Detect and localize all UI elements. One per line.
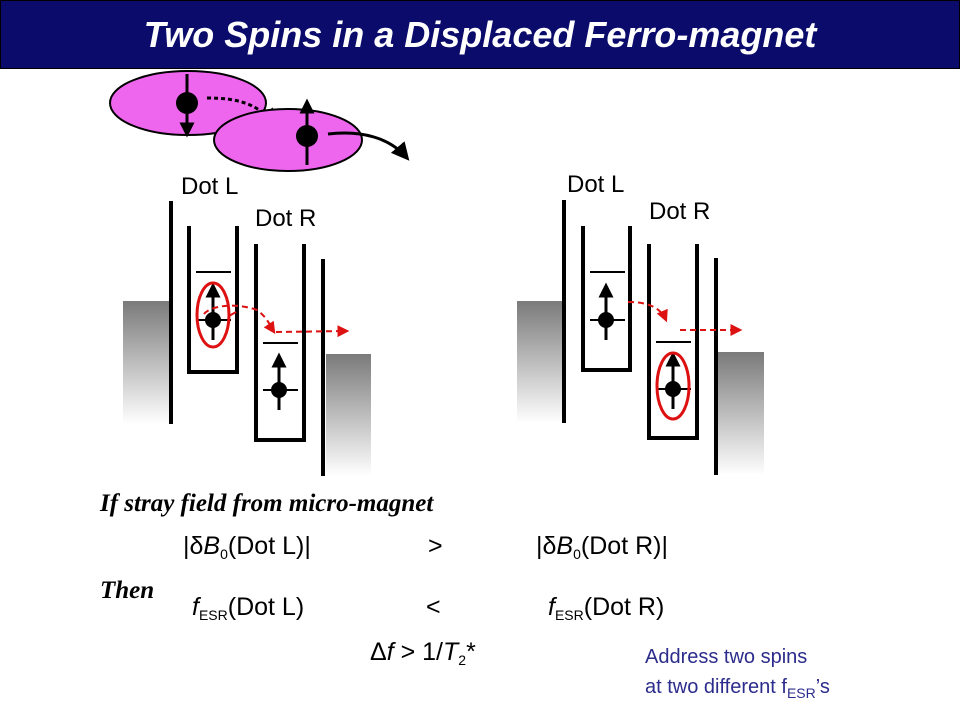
magnet-rotation-arrow-2 xyxy=(327,131,410,161)
right-reservoir-2 xyxy=(718,352,764,475)
note-line-2: at two different fESR’s xyxy=(645,676,830,701)
tunnel-path-left xyxy=(203,304,276,334)
left-potential-diagram xyxy=(123,201,371,476)
spin-dot-r-2 xyxy=(665,381,681,397)
spin-dot-l-2 xyxy=(598,312,614,328)
right-reservoir xyxy=(326,354,371,476)
delta-b-dot-l: |δB0(Dot L)| xyxy=(183,532,311,562)
page-title: Two Spins in a Displaced Ferro-magnet xyxy=(143,14,817,55)
then-label: Then xyxy=(100,577,155,604)
spin-dot-r xyxy=(271,382,287,398)
spin-dot-l xyxy=(205,312,221,328)
f-esr-dot-r: fESR(Dot R) xyxy=(548,593,665,623)
dot-r-label-right: Dot R xyxy=(649,198,711,225)
if-statement: If stray field from micro-magnet xyxy=(100,490,434,517)
greater-than: > xyxy=(428,532,443,560)
f-esr-dot-l: fESR(Dot L) xyxy=(192,593,305,623)
title-bar: Two Spins in a Displaced Ferro-magnet xyxy=(0,0,960,69)
dot-l-label-left: Dot L xyxy=(181,173,239,200)
left-reservoir xyxy=(123,301,171,424)
right-potential-diagram xyxy=(517,200,764,475)
delta-f-condition: Δf > 1/T2* xyxy=(370,638,476,668)
tunnel-path-right xyxy=(627,301,668,323)
less-than: < xyxy=(426,593,441,621)
highlight-ellipse-dot-r xyxy=(655,351,691,421)
dot-r-label-left: Dot R xyxy=(255,205,317,232)
dot-l-label-right: Dot L xyxy=(567,171,625,198)
magnet-rotation-arrow-1 xyxy=(206,96,279,127)
note-line-1: Address two spins xyxy=(645,646,808,668)
micro-magnet-group xyxy=(109,70,410,172)
delta-b-dot-r: |δB0(Dot R)| xyxy=(536,532,668,562)
magnet-ellipse-front xyxy=(213,108,363,172)
left-reservoir-2 xyxy=(517,301,564,423)
